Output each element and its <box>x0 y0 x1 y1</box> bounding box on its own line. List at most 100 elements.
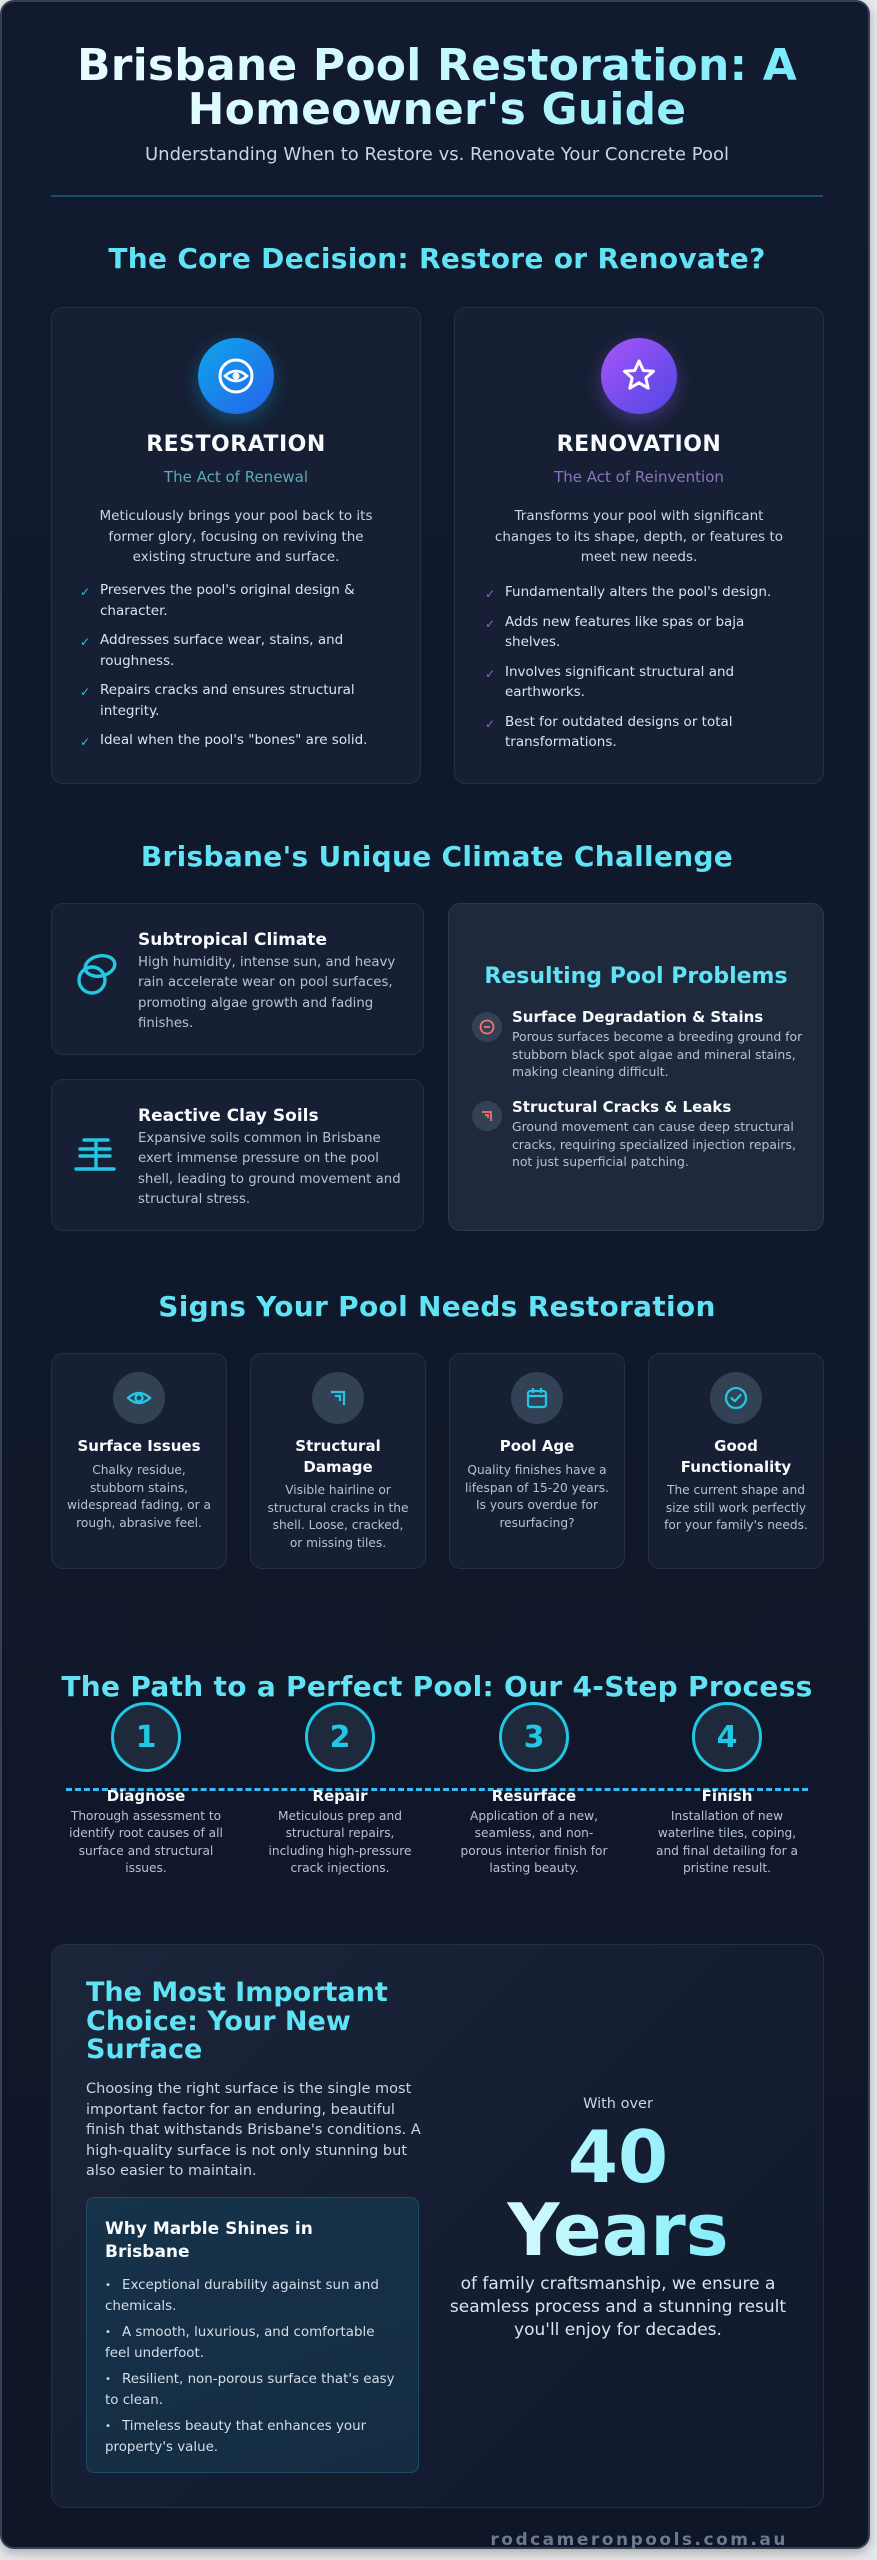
climate-factor-card: Subtropical Climate High humidity, inten… <box>51 903 424 1055</box>
sign-description: Visible hairline or structural cracks in… <box>267 1483 409 1550</box>
list-item: ✓Ideal when the pool's "bones" are solid… <box>80 730 396 751</box>
section-heading-climate: Brisbane's Unique Climate Challenge <box>140 840 734 873</box>
page-title: Brisbane Pool Restoration: A Homeowner's… <box>2 44 872 132</box>
experience-number: 40 <box>438 2121 798 2193</box>
problem-description: Ground movement can cause deep structura… <box>512 1119 796 1169</box>
section-heading-process: The Path to a Perfect Pool: Our 4-Step P… <box>61 1670 813 1703</box>
climate-factor-card: Reactive Clay Soils Expansive soils comm… <box>51 1079 424 1231</box>
list-item: •Resilient, non-porous surface that's ea… <box>105 2372 395 2408</box>
step-description: Installation of new waterline tiles, cop… <box>655 1809 798 1875</box>
problem-title: Structural Cracks & Leaks <box>512 1098 732 1116</box>
step-description: Application of a new, seamless, and non-… <box>460 1809 608 1875</box>
list-item: ✓Preserves the pool's original design & … <box>80 582 355 619</box>
eye-icon <box>113 1372 165 1424</box>
climate-factor-title: Reactive Clay Soils <box>138 1106 319 1126</box>
experience-unit: Years <box>438 2185 798 2275</box>
eye-circle-icon <box>198 338 274 414</box>
sign-description: Chalky residue, stubborn stains, widespr… <box>67 1463 211 1530</box>
star-icon <box>601 338 677 414</box>
step-number-badge: 3 <box>499 1702 569 1772</box>
check-icon: ✓ <box>485 587 496 601</box>
problems-card: Resulting Pool Problems Surface Degradat… <box>448 903 824 1231</box>
crack-corner-icon <box>312 1372 364 1424</box>
list-item: ✓Repairs cracks and ensures structural i… <box>80 682 355 719</box>
restoration-description: Meticulously brings your pool back to it… <box>99 508 373 565</box>
renovation-points: ✓Fundamentally alters the pool's design.… <box>485 582 799 762</box>
sign-title: Good Functionality <box>680 1437 792 1476</box>
list-item: ✓Best for outdated designs or total tran… <box>485 713 733 751</box>
check-circle-icon <box>710 1372 762 1424</box>
step-title: Finish <box>701 1787 753 1805</box>
bullet-icon: • <box>105 2327 111 2338</box>
renovation-card: RENOVATION The Act of Reinvention Transf… <box>454 307 824 784</box>
problems-title: Resulting Pool Problems <box>484 964 788 989</box>
sign-description: The current shape and size still work pe… <box>664 1483 808 1532</box>
problem-description: Porous surfaces become a breeding ground… <box>512 1029 803 1079</box>
climate-factor-title: Subtropical Climate <box>138 930 327 950</box>
surface-description: Choosing the right surface is the single… <box>86 2081 421 2179</box>
renovation-tagline: The Act of Reinvention <box>554 468 724 486</box>
step-number-badge: 4 <box>692 1702 762 1772</box>
step-number-badge: 1 <box>111 1702 181 1772</box>
renovation-title: RENOVATION <box>556 432 722 457</box>
page-subtitle: Understanding When to Restore vs. Renova… <box>145 144 729 165</box>
sign-description: Quality finishes have a lifespan of 15-2… <box>464 1463 610 1530</box>
experience-prefix: With over <box>583 2096 653 2112</box>
sign-title: Structural Damage <box>295 1437 381 1476</box>
renovation-description: Transforms your pool with significant ch… <box>494 508 784 565</box>
sign-title: Pool Age <box>499 1437 575 1455</box>
list-item: ✓Fundamentally alters the pool's design. <box>485 582 799 603</box>
title-line-2: Homeowner's Guide <box>187 84 687 135</box>
experience-description: of family craftsmanship, we ensure a sea… <box>449 2274 787 2340</box>
sign-title: Surface Issues <box>77 1437 201 1455</box>
step-number-badge: 2 <box>305 1702 375 1772</box>
list-item: •Exceptional durability against sun and … <box>105 2278 379 2314</box>
marble-title: Why Marble Shines in Brisbane <box>105 2219 313 2262</box>
surface-panel: The Most Important Choice: Your New Surf… <box>51 1944 824 2508</box>
check-icon: ✓ <box>80 635 91 649</box>
section-heading-signs: Signs Your Pool Needs Restoration <box>158 1290 716 1323</box>
surface-title: The Most Important Choice: Your New Surf… <box>86 1977 388 2065</box>
crack-corner-icon <box>472 1101 502 1131</box>
check-icon: ✓ <box>485 666 496 681</box>
list-item: ✓Addresses surface wear, stains, and rou… <box>80 632 344 669</box>
list-item: •A smooth, luxurious, and comfortable fe… <box>105 2325 375 2361</box>
check-icon: ✓ <box>485 616 496 631</box>
marble-points: •Exceptional durability against sun and … <box>105 2276 402 2464</box>
step-title: Diagnose <box>106 1787 186 1805</box>
soil-layers-icon <box>74 1132 120 1178</box>
check-icon: ✓ <box>80 735 91 749</box>
calendar-icon <box>511 1372 563 1424</box>
problem-title: Surface Degradation & Stains <box>512 1008 764 1026</box>
restoration-tagline: The Act of Renewal <box>163 468 309 486</box>
bullet-icon: • <box>105 2280 111 2291</box>
bullet-icon: • <box>105 2421 111 2432</box>
list-item: ✓Involves significant structural and ear… <box>485 663 735 701</box>
climate-factor-description: High humidity, intense sun, and heavy ra… <box>138 955 396 1031</box>
restoration-title: RESTORATION <box>146 432 326 457</box>
check-icon: ✓ <box>80 685 91 699</box>
step-title: Repair <box>312 1787 368 1805</box>
climate-factor-description: Expansive soils common in Brisbane exert… <box>138 1131 401 1207</box>
section-heading-decision: The Core Decision: Restore or Renovate? <box>108 242 766 275</box>
sign-card: Pool Age Quality finishes have a lifespa… <box>449 1353 625 1569</box>
step-title: Resurface <box>491 1787 577 1805</box>
sign-card: Good Functionality The current shape and… <box>648 1353 824 1569</box>
list-item: •Timeless beauty that enhances your prop… <box>105 2419 367 2455</box>
step-description: Thorough assessment to identify root cau… <box>69 1809 223 1875</box>
minus-circle-icon <box>472 1012 502 1042</box>
website-link[interactable]: rodcameronpools.com.au <box>490 2530 788 2550</box>
check-icon: ✓ <box>80 585 91 599</box>
linked-rings-icon <box>74 952 120 998</box>
check-icon: ✓ <box>485 716 496 731</box>
sign-card: Structural Damage Visible hairline or st… <box>250 1353 426 1569</box>
list-item: ✓Adds new features like spas or baja she… <box>485 613 745 651</box>
restoration-card: RESTORATION The Act of Renewal Meticulou… <box>51 307 421 784</box>
step-description: Meticulous prep and structural repairs, … <box>268 1809 412 1875</box>
sign-card: Surface Issues Chalky residue, stubborn … <box>51 1353 227 1569</box>
header-divider <box>51 195 823 197</box>
restoration-points: ✓Preserves the pool's original design & … <box>80 580 396 760</box>
marble-benefits-box: Why Marble Shines in Brisbane •Exception… <box>86 2197 419 2473</box>
bullet-icon: • <box>105 2374 111 2385</box>
